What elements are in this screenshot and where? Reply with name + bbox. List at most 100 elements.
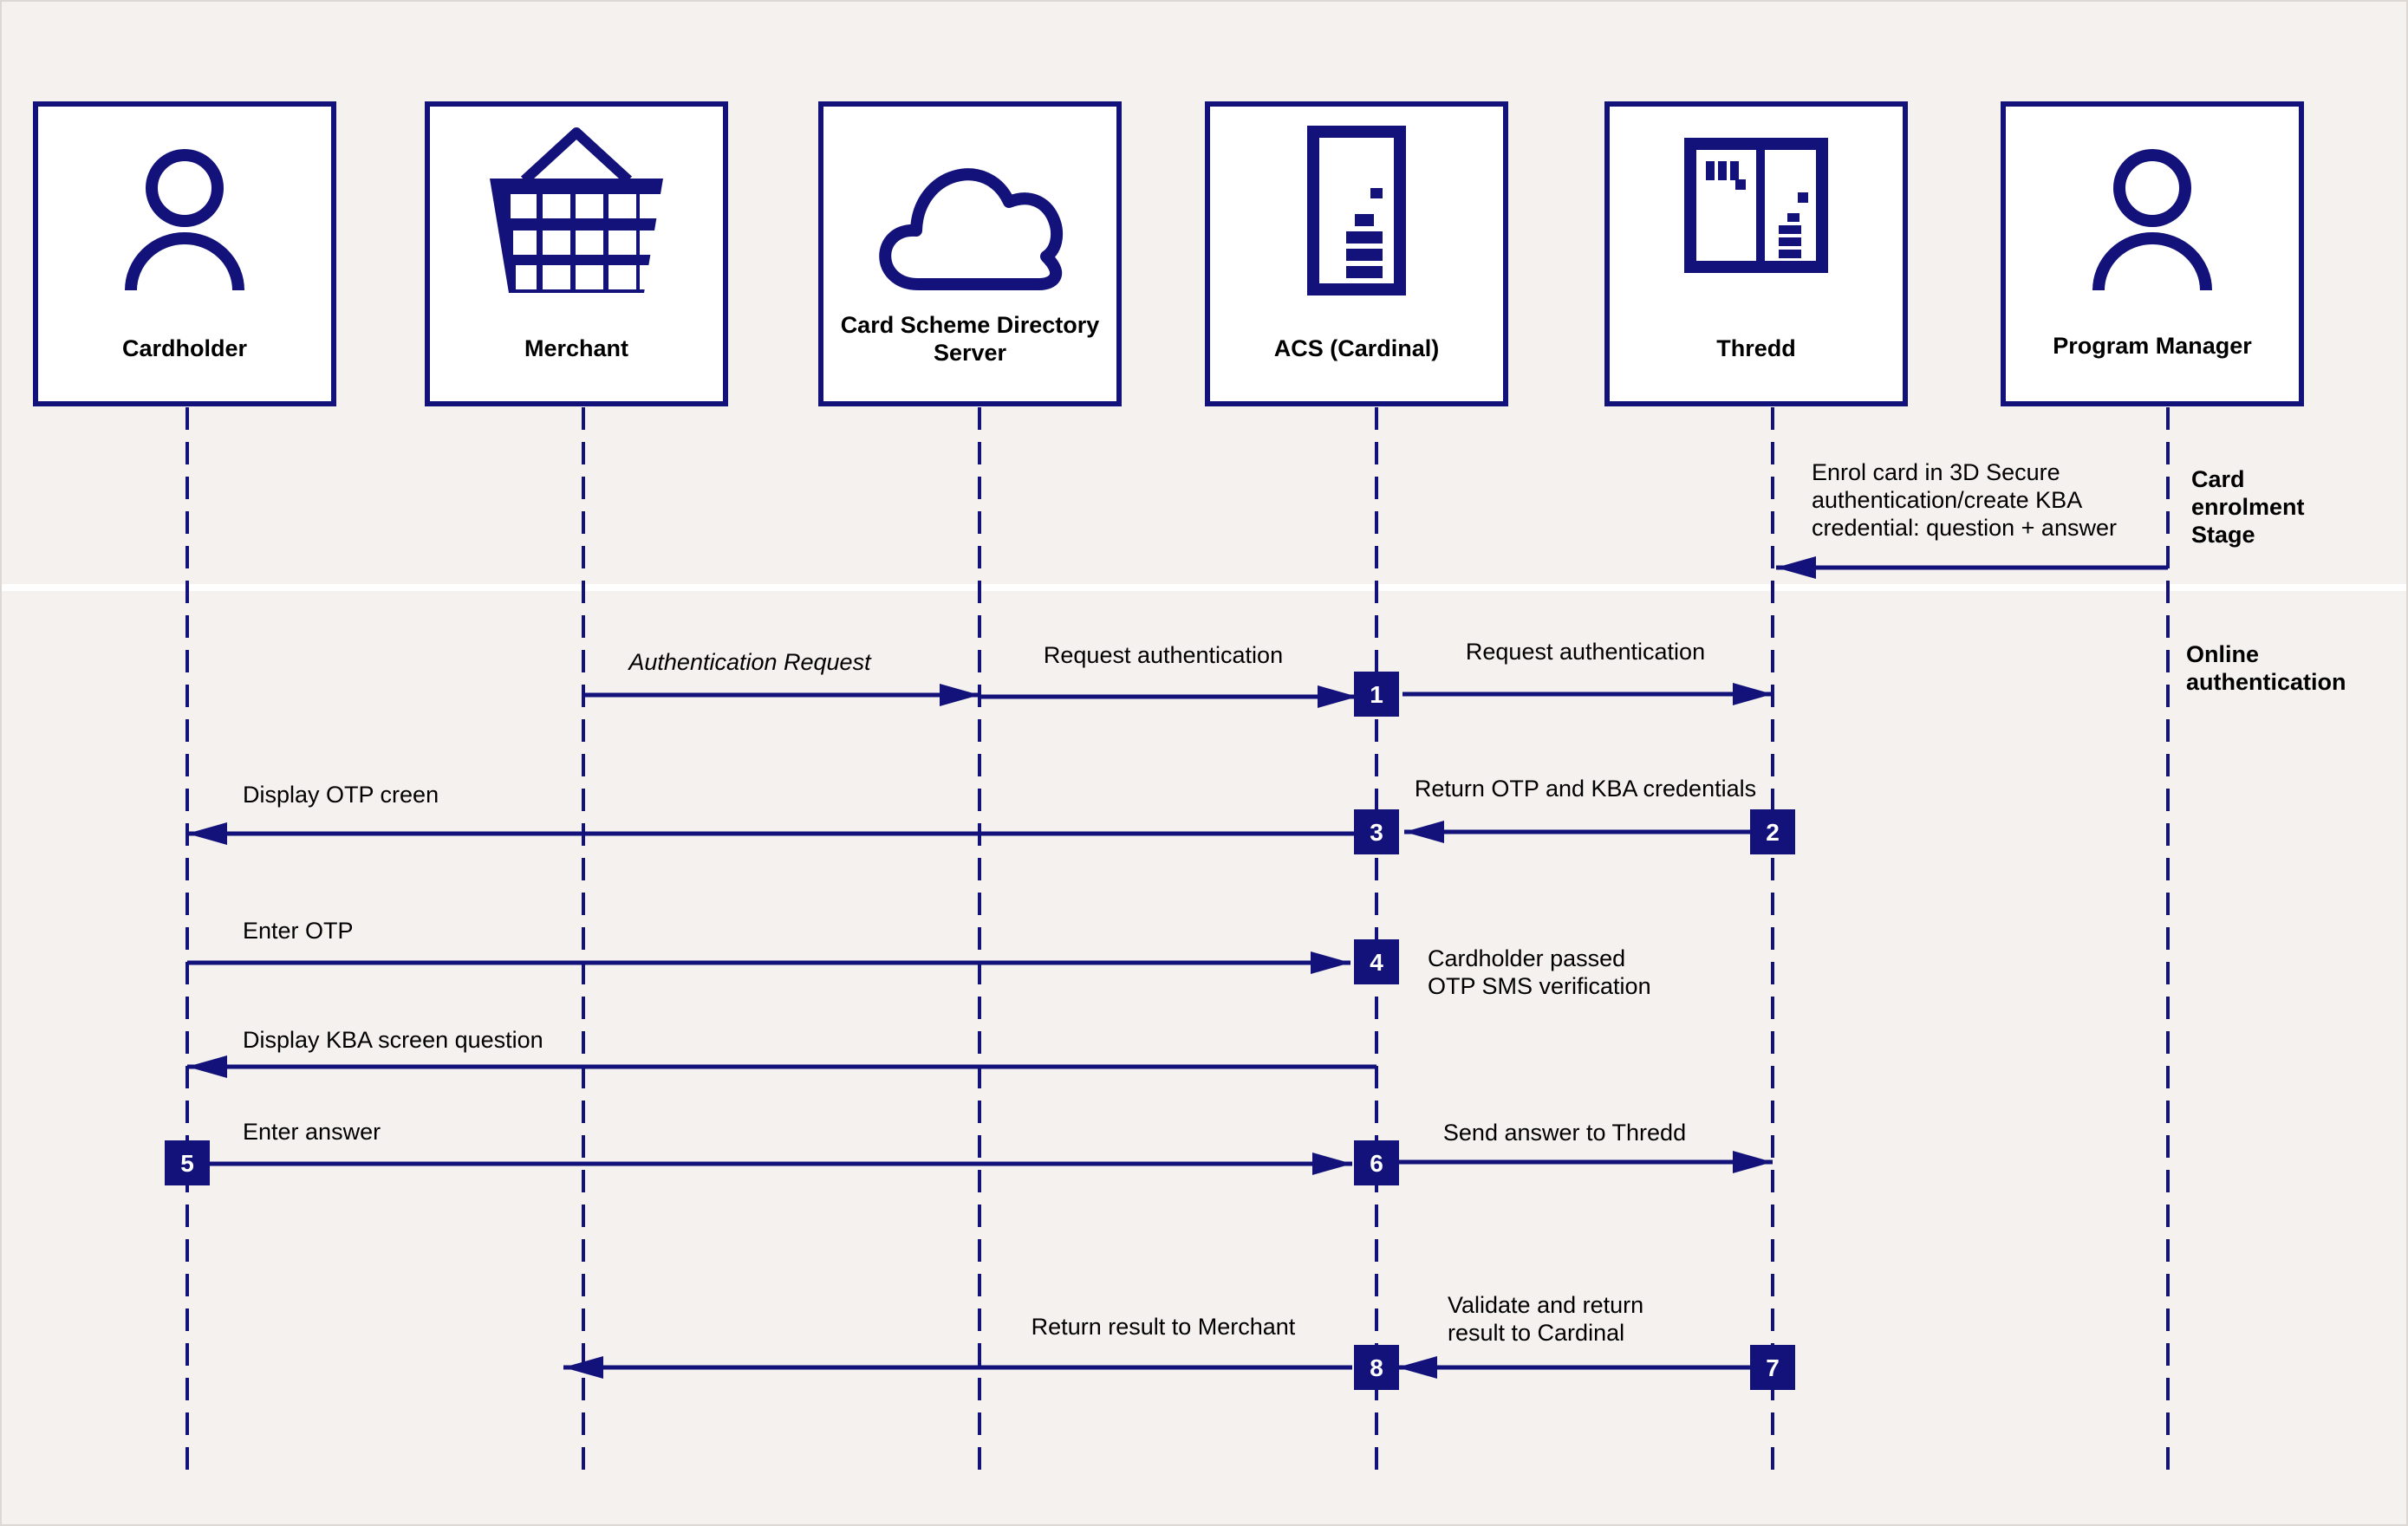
step-badge-number: 1 <box>1370 681 1383 708</box>
step-badge-box <box>1354 1345 1399 1390</box>
message-label-line: Display KBA screen question <box>243 1027 543 1053</box>
message-send-answer: Send answer to Thredd <box>1399 1120 1773 1173</box>
participant-cardholder: Cardholder <box>33 101 336 406</box>
step-badge-5: 5 <box>165 1140 210 1185</box>
step-badge-number: 4 <box>1370 949 1383 976</box>
message-label-line: Display OTP creen <box>243 782 439 808</box>
step-badge-number: 6 <box>1370 1150 1383 1177</box>
step-badge-7: 7 <box>1750 1345 1795 1390</box>
message-label: Request authentication <box>1466 639 1705 665</box>
message-label: Enter answer <box>243 1119 381 1145</box>
stage-label-enrolment-line: Card <box>2191 466 2245 492</box>
step-badge-number: 2 <box>1766 819 1780 846</box>
message-label-line: result to Cardinal <box>1448 1320 1624 1346</box>
participant-label-line: Server <box>934 340 1007 366</box>
step-badge-1: 1 <box>1354 672 1399 717</box>
message-label-line: Request authentication <box>1044 642 1283 668</box>
participant-label-line: Program Manager <box>2053 333 2252 359</box>
participant-acs: ACS (Cardinal) <box>1205 101 1508 406</box>
step-badge-box <box>1750 1345 1795 1390</box>
participant-label: Program Manager <box>2053 333 2252 359</box>
person-icon <box>125 149 244 291</box>
step-badge-6: 6 <box>1354 1140 1399 1185</box>
step-badge-box <box>1750 809 1795 854</box>
note-otp-passed-line: OTP SMS verification <box>1428 973 1651 999</box>
stage-label-enrolment-line: enrolment <box>2191 494 2305 520</box>
note-otp-passed-line: Cardholder passed <box>1428 945 1625 971</box>
participant-label: Thredd <box>1716 335 1796 361</box>
message-request-auth-acs: Request authentication <box>1402 639 1773 705</box>
participant-box <box>818 101 1122 406</box>
message-display-otp: Display OTP creen <box>187 782 1357 845</box>
message-auth-request: Authentication Request <box>583 649 979 706</box>
participant-thredd: Thredd <box>1604 101 1908 406</box>
message-label: Return OTP and KBA credentials <box>1415 776 1756 802</box>
message-label-line: Return result to Merchant <box>1032 1314 1296 1340</box>
shopping-basket-icon <box>490 127 663 293</box>
participant-label-line: Thredd <box>1716 335 1796 361</box>
message-label: Display OTP creen <box>243 782 439 808</box>
step-badge-box <box>165 1140 210 1185</box>
participant-label: Merchant <box>524 335 628 361</box>
step-badge-box <box>1354 939 1399 984</box>
message-display-kba: Display KBA screen question <box>187 1027 1376 1078</box>
step-badge-3: 3 <box>1354 809 1399 854</box>
step-badge-2: 2 <box>1750 809 1795 854</box>
message-label-line: Send answer to Thredd <box>1443 1120 1686 1146</box>
message-label-line: Authentication Request <box>627 649 872 675</box>
stage-divider <box>0 584 2408 591</box>
message-label: Display KBA screen question <box>243 1027 543 1053</box>
message-label-line: Enter answer <box>243 1119 381 1145</box>
server-rack-icon <box>1684 138 1828 273</box>
message-label: Return result to Merchant <box>1032 1314 1296 1340</box>
message-label: Request authentication <box>1044 642 1283 668</box>
participant-merchant: Merchant <box>425 101 728 406</box>
person-icon <box>2092 149 2212 291</box>
message-label-line: Enrol card in 3D Secure <box>1812 459 2060 485</box>
message-label-line: credential: question + answer <box>1812 515 2117 541</box>
message-label: Authentication Request <box>627 649 872 675</box>
message-label: Enrol card in 3D Secureauthentication/cr… <box>1812 459 2117 541</box>
participant-label: Cardholder <box>122 335 248 361</box>
step-badge-number: 3 <box>1370 819 1383 846</box>
step-badge-box <box>1354 1140 1399 1185</box>
step-badge-8: 8 <box>1354 1345 1399 1390</box>
message-request-auth-ds: Request authentication <box>979 642 1357 708</box>
step-badge-number: 7 <box>1766 1354 1780 1381</box>
message-return-result: Return result to Merchant <box>563 1314 1352 1379</box>
participant-pm: Program Manager <box>2001 101 2304 406</box>
step-badge-box <box>1354 809 1399 854</box>
stage-label-online-line: Online <box>2186 641 2259 667</box>
participant-label-line: Cardholder <box>122 335 248 361</box>
participant-label: ACS (Cardinal) <box>1274 335 1440 361</box>
participant-label-line: Merchant <box>524 335 628 361</box>
message-label-line: authentication/create KBA <box>1812 487 2082 513</box>
participant-label-line: ACS (Cardinal) <box>1274 335 1440 361</box>
stage-label-online-line: authentication <box>2186 669 2346 695</box>
message-label: Enter OTP <box>243 918 354 944</box>
message-label: Send answer to Thredd <box>1443 1120 1686 1146</box>
message-enter-otp: Enter OTP <box>187 918 1350 974</box>
step-badge-number: 8 <box>1370 1354 1383 1381</box>
message-label-line: Return OTP and KBA credentials <box>1415 776 1756 802</box>
step-badge-number: 5 <box>180 1150 194 1177</box>
participant-label-line: Card Scheme Directory <box>841 312 1100 338</box>
stage-label-enrolment-line: Stage <box>2191 522 2255 548</box>
server-tower-icon <box>1307 126 1406 295</box>
message-enrol: Enrol card in 3D Secureauthentication/cr… <box>1776 459 2168 579</box>
cloud-icon <box>879 168 1064 290</box>
message-enter-answer: Enter answer <box>208 1119 1352 1175</box>
participant-box <box>2001 101 2304 406</box>
message-label-line: Enter OTP <box>243 918 354 944</box>
message-label-line: Request authentication <box>1466 639 1705 665</box>
